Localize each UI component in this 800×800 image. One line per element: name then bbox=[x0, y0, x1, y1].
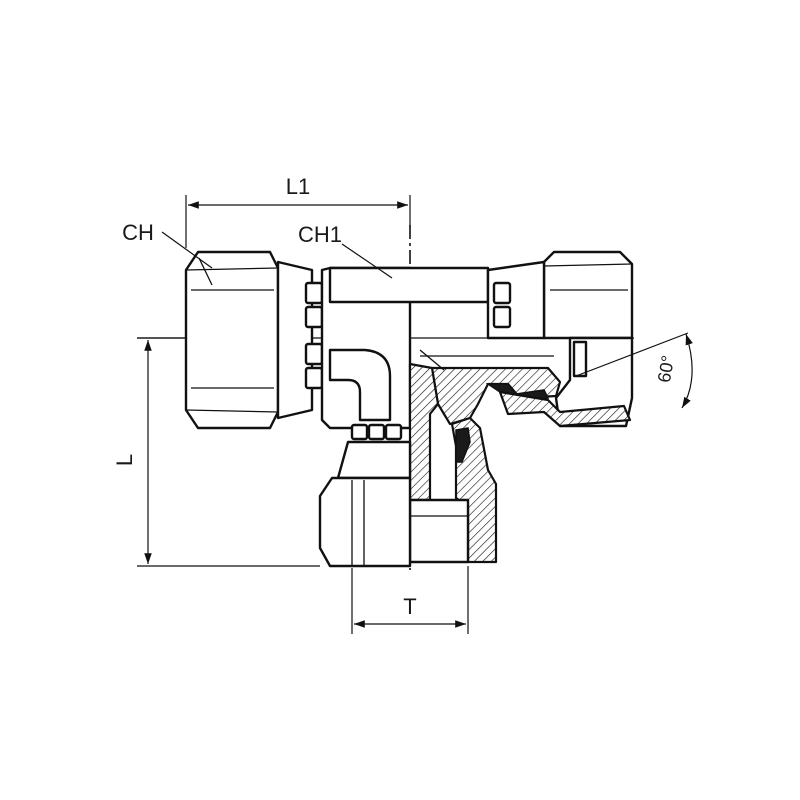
ch-leader bbox=[161, 231, 213, 269]
label-t: T bbox=[403, 594, 416, 619]
label-angle: 60° bbox=[654, 354, 678, 384]
label-ch1: CH1 bbox=[298, 222, 342, 247]
left-neck bbox=[276, 260, 324, 420]
bottom-swivel-nut bbox=[318, 423, 412, 568]
label-ch: CH bbox=[122, 220, 154, 245]
left-swivel-nut bbox=[184, 250, 280, 430]
label-l: L bbox=[112, 454, 137, 466]
right-swivel-nut bbox=[486, 250, 634, 340]
dimension-angle bbox=[575, 332, 693, 409]
tee-body bbox=[320, 266, 490, 430]
label-l1: L1 bbox=[286, 174, 310, 199]
dimension-l bbox=[137, 337, 320, 567]
dimension-t bbox=[351, 566, 469, 634]
ch1-leader bbox=[341, 243, 393, 279]
right-section-view bbox=[408, 336, 634, 564]
dimension-l1 bbox=[185, 195, 411, 248]
